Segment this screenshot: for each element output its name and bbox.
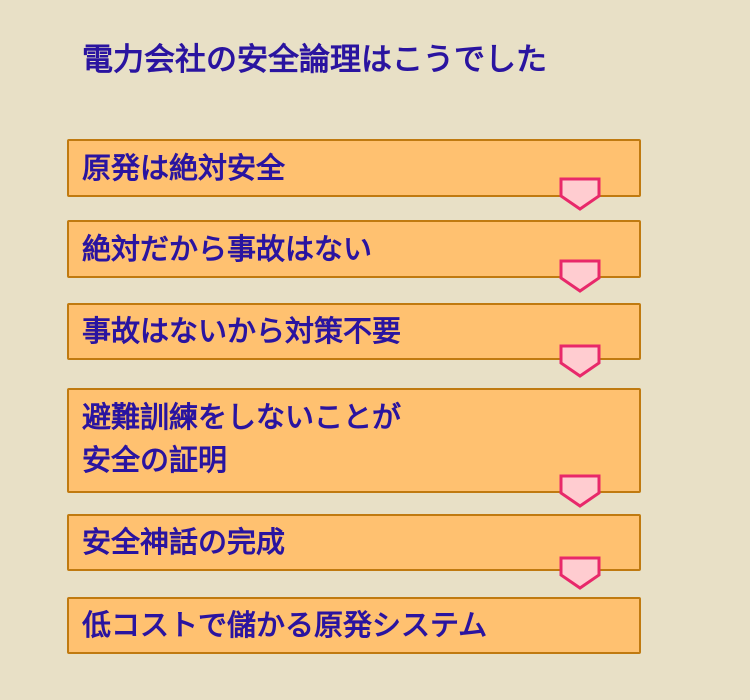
flow-step-2: 絶対だから事故はない bbox=[67, 220, 641, 278]
flow-step-1: 原発は絶対安全 bbox=[67, 139, 641, 197]
down-arrow-icon bbox=[559, 344, 601, 378]
flow-step-label: 安全神話の完成 bbox=[82, 525, 286, 559]
flow-step-label: 避難訓練をしないことが 安全の証明 bbox=[82, 400, 402, 477]
flow-step-4: 避難訓練をしないことが 安全の証明 bbox=[67, 388, 641, 493]
down-arrow-icon bbox=[559, 259, 601, 293]
flow-step-5: 安全神話の完成 bbox=[67, 514, 641, 571]
flow-step-label: 原発は絶対安全 bbox=[82, 151, 286, 185]
flow-step-label: 低コストで儲かる原発システム bbox=[82, 608, 488, 642]
down-arrow-icon bbox=[559, 177, 601, 211]
down-arrow-icon bbox=[559, 556, 601, 590]
flow-step-6: 低コストで儲かる原発システム bbox=[67, 597, 641, 654]
flow-step-label: 事故はないから対策不要 bbox=[82, 314, 402, 348]
diagram-title: 電力会社の安全論理はこうでした bbox=[82, 42, 547, 78]
down-arrow-icon bbox=[559, 474, 601, 508]
flow-step-3: 事故はないから対策不要 bbox=[67, 303, 641, 360]
flow-step-label: 絶対だから事故はない bbox=[82, 232, 373, 266]
